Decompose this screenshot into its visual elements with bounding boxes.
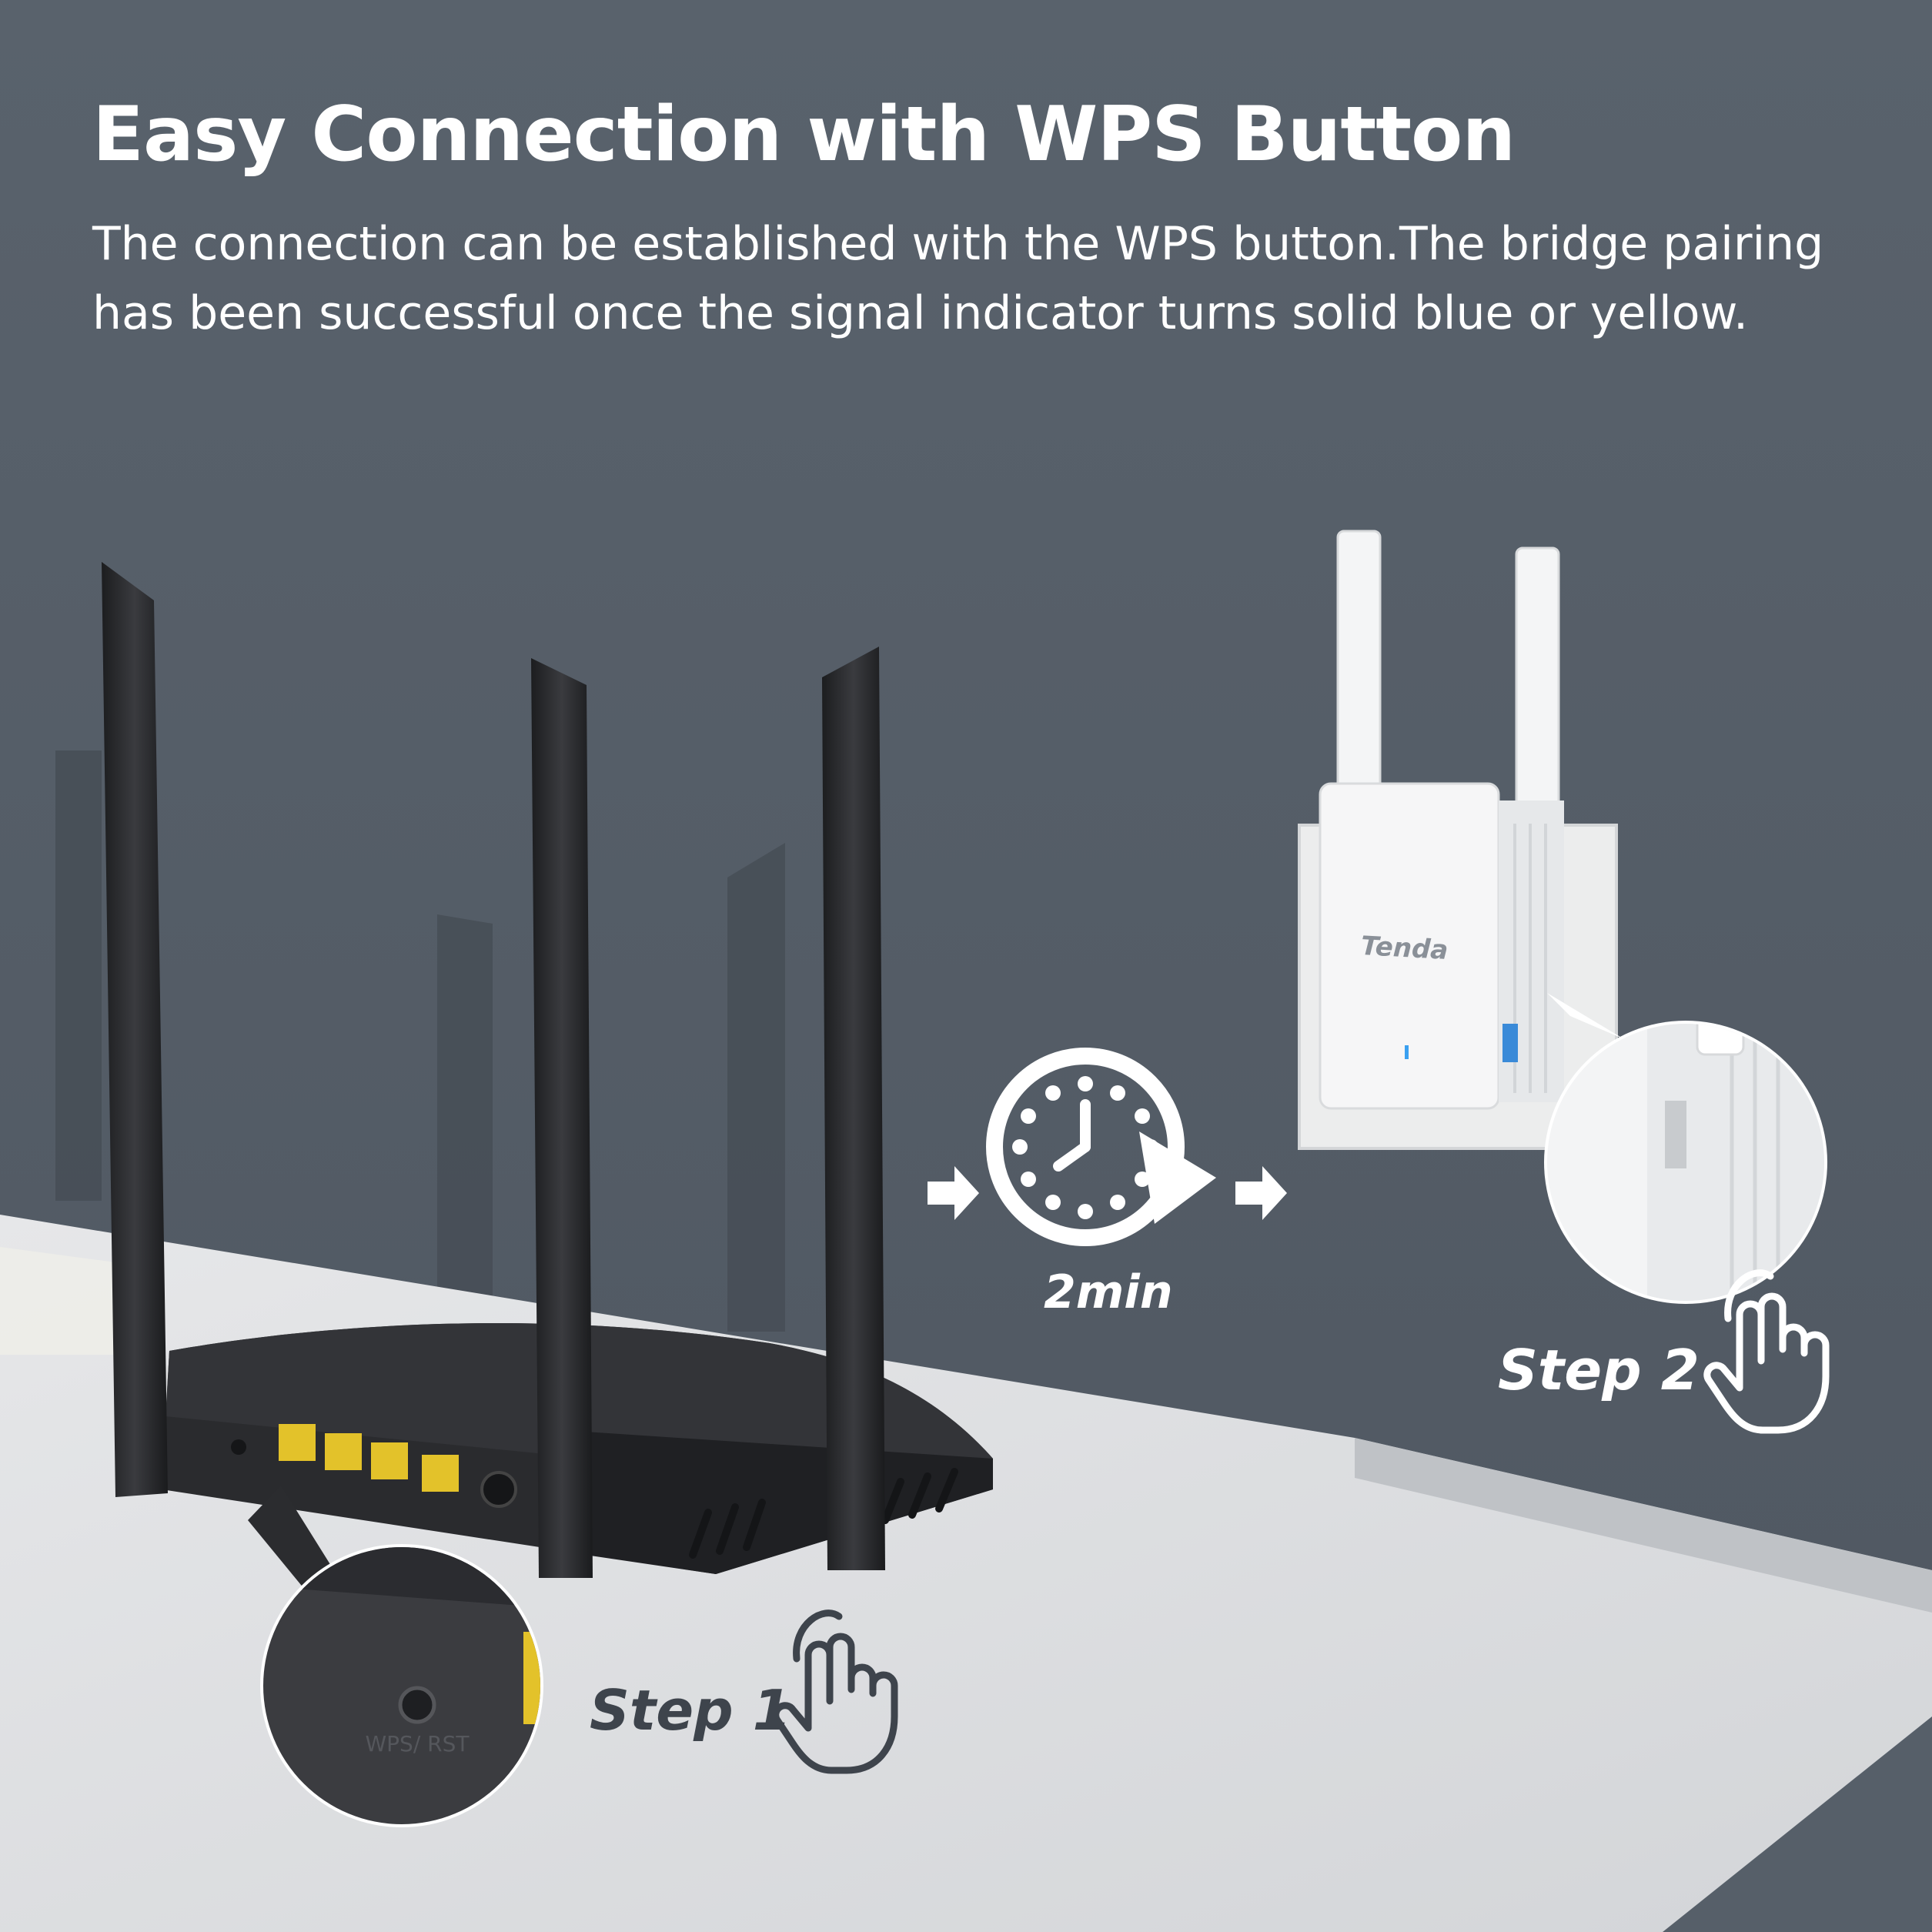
status-led (1405, 1045, 1409, 1059)
desk-shadow (1663, 1716, 1932, 1932)
router-button-label: WPS/ RST (365, 1731, 470, 1757)
tap-hand-icon (1703, 1269, 1830, 1434)
router-antennas (102, 562, 885, 1578)
desk-object (0, 1247, 115, 1355)
ethernet-port (371, 1442, 408, 1479)
ethernet-port (422, 1455, 459, 1492)
wps-button-small (231, 1439, 246, 1455)
description-line: has been successful once the signal indi… (92, 286, 1749, 340)
clock-refresh-icon (986, 1048, 1216, 1246)
desk-edge (1355, 1438, 1932, 1613)
feature-description: The connection can be established with t… (92, 209, 1863, 348)
power-jack (480, 1471, 517, 1508)
step-1-label: Step 1 (590, 1678, 791, 1743)
extender-antenna (1336, 530, 1382, 817)
arrow-right-icon (1235, 1166, 1287, 1220)
timer-label: 2min (1044, 1265, 1173, 1319)
ethernet-port (325, 1433, 362, 1470)
extender-zoom (1544, 993, 1827, 1304)
arrow-right-icon (928, 1166, 979, 1220)
tap-hand-icon (772, 1609, 898, 1774)
extender-brand-logo: Tenda (1360, 931, 1449, 966)
ethernet-port (279, 1424, 316, 1461)
page-title: Easy Connection with WPS Button (92, 91, 1516, 179)
antenna-shadows (55, 750, 785, 1332)
step-2-label: Step 2 (1498, 1338, 1700, 1402)
description-line: The connection can be established with t… (92, 217, 1824, 271)
